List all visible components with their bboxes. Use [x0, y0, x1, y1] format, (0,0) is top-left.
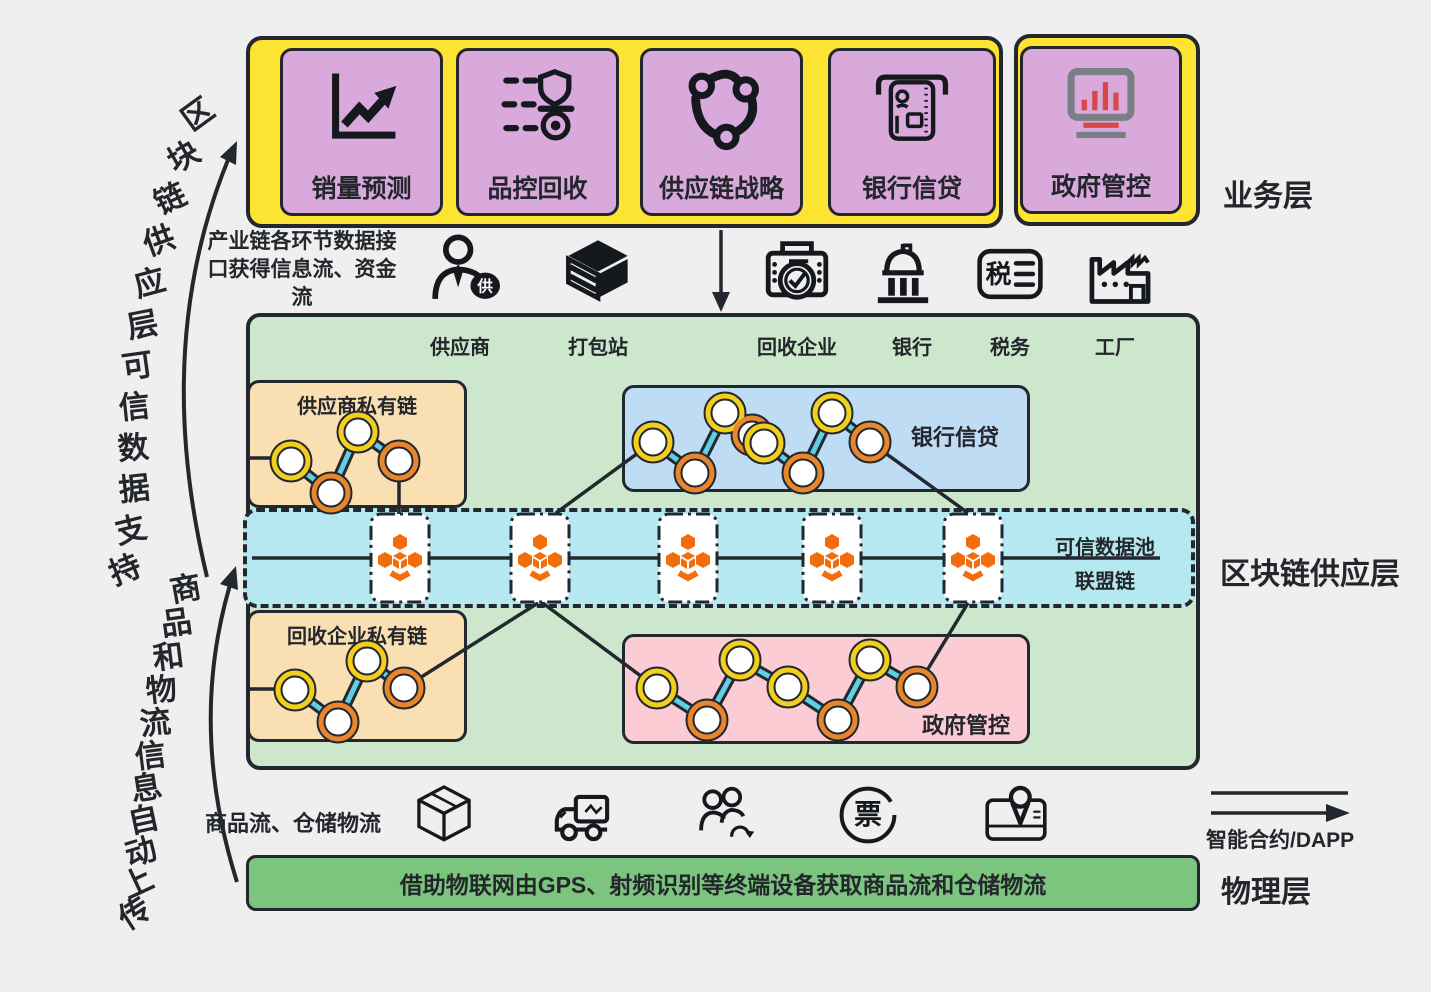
arc-char: 区 — [174, 91, 221, 138]
supplier-private-chain-label: 供应商私有链 — [297, 396, 417, 418]
arc-char: 链 — [148, 176, 192, 222]
business-to-supply-arrow — [712, 230, 730, 312]
monitor-bars-icon — [1067, 68, 1135, 138]
arc-char: 信 — [117, 387, 152, 427]
arc-char: 信 — [132, 736, 168, 776]
actor-label-recycler: 回收企业 — [757, 337, 837, 359]
arc-char: 上 — [115, 860, 159, 906]
government-box-label: 政府管控 — [921, 713, 1010, 738]
physical-layer-banner-text: 借助物联网由GPS、射频识别等终端设备获取商品流和仓储物流 — [399, 872, 1047, 898]
tax-card-icon: 税 — [977, 248, 1043, 300]
actor-label-tax: 税务 — [990, 337, 1030, 359]
arc-char: 数 — [116, 429, 151, 467]
arc-char: 据 — [117, 469, 152, 509]
trusted-data-arrowhead — [220, 141, 237, 165]
business-box-label: 销量预测 — [311, 175, 412, 203]
actor-label-factory: 工厂 — [1095, 337, 1135, 359]
supplier-person-icon: 供 — [432, 234, 500, 299]
ticket-glyph: 票 — [854, 799, 882, 830]
people-exchange-icon — [699, 786, 755, 839]
data-interface-note: 产业链各环节数据接口获得信息流、资金流 — [207, 230, 397, 309]
recycler-private-chain-label: 回收企业私有链 — [287, 626, 427, 648]
sales-forecast-chart-icon — [331, 73, 396, 139]
trusted-data-arrow — [181, 147, 235, 578]
bank-building-icon — [877, 243, 929, 304]
arc-char: 持 — [104, 547, 147, 592]
trusted-pool-label-line1: 可信数据池 — [1055, 537, 1155, 559]
smart-contract-label: 智能合约/DAPP — [1206, 829, 1355, 852]
arc-char: 息 — [128, 768, 165, 808]
supply-layer-side-label: 区块链供应层 — [1220, 558, 1400, 591]
arc-char: 动 — [120, 830, 161, 874]
business-box-label: 银行信贷 — [861, 175, 962, 203]
arc-char: 支 — [111, 509, 150, 551]
cardboard-box-icon — [417, 785, 471, 842]
arc-char: 流 — [138, 703, 173, 743]
tax-glyph: 税 — [986, 260, 1012, 289]
business-box-quality-control: 品控回收 — [456, 48, 619, 216]
supplier-badge-glyph: 供 — [476, 277, 493, 296]
actor-label-packing-station: 打包站 — [568, 337, 628, 359]
business-box-government: 政府管控 — [1020, 46, 1182, 214]
atm-card-icon — [875, 74, 949, 141]
auto-upload-arrowhead — [220, 566, 238, 590]
arc-char: 传 — [112, 890, 158, 937]
business-layer-side-label: 业务层 — [1223, 180, 1313, 213]
arc-char: 自 — [124, 799, 163, 841]
arc-char: 品 — [158, 603, 195, 643]
factory-icon — [1089, 253, 1151, 304]
physical-layer-side-label: 物理层 — [1221, 876, 1311, 909]
physical-layer-banner: 借助物联网由GPS、射频识别等终端设备获取商品流和仓储物流 — [246, 855, 1200, 911]
recycler-printer-check-icon — [765, 241, 829, 300]
trusted-pool-label-line2: 联盟链 — [1075, 571, 1135, 593]
arc-char: 和 — [150, 637, 186, 677]
supply-network-icon — [688, 69, 759, 151]
arc-char: 应 — [130, 261, 170, 304]
arc-char: 商 — [167, 569, 204, 609]
arc-char: 物 — [144, 670, 179, 710]
business-box-supply-strategy: 供应链战略 — [640, 48, 803, 216]
flow-label: 商品流、仓储物流 — [205, 811, 382, 836]
business-box-sales-forecast: 销量预测 — [280, 48, 443, 216]
delivery-truck-icon — [554, 794, 610, 842]
bank-credit-box-label: 银行信贷 — [910, 425, 999, 450]
business-box-label: 品控回收 — [487, 175, 588, 203]
gps-map-pin-icon — [985, 785, 1047, 841]
business-box-label: 供应链战略 — [658, 175, 784, 203]
quality-control-checklist-shield-icon — [500, 68, 575, 141]
actor-label-supplier: 供应商 — [430, 337, 490, 359]
ticket-icon: 票 — [839, 786, 897, 844]
business-box-label: 政府管控 — [1050, 173, 1151, 201]
package-icon — [566, 240, 628, 302]
arc-char: 可 — [119, 346, 156, 386]
arc-char: 层 — [124, 304, 162, 346]
actor-label-bank: 银行 — [892, 337, 932, 359]
smart-contract-arrows — [1211, 791, 1350, 822]
arc-char: 供 — [138, 219, 180, 263]
arc-char: 块 — [161, 133, 206, 180]
business-box-bank-credit: 银行信贷 — [828, 48, 996, 216]
